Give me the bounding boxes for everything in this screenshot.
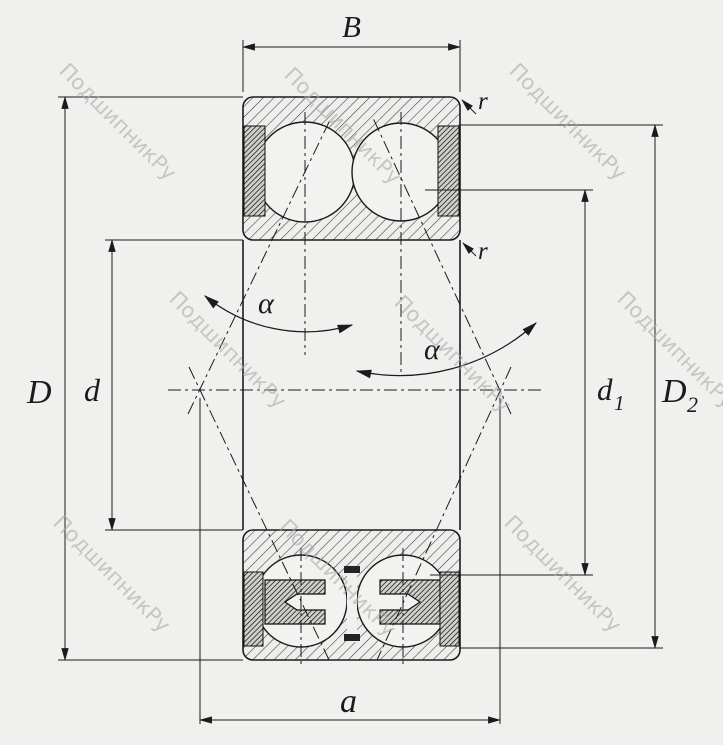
- dimension-d: d: [84, 238, 243, 532]
- dimension-a: a: [198, 398, 502, 724]
- contact-line-top-left: [187, 119, 331, 415]
- cage-rivet-top: [344, 566, 360, 573]
- watermark-text: ПодшипникРу: [504, 59, 631, 186]
- dimension-d1: d 1: [425, 188, 625, 577]
- seal-bottom-right: [439, 571, 460, 647]
- seal-top-right: [437, 125, 460, 217]
- shoulder-inner-label: d: [597, 372, 613, 407]
- leader-line: [461, 99, 477, 115]
- seal-bottom-left: [243, 571, 264, 647]
- alpha-arc-left: [203, 295, 354, 334]
- contact-line-bottom-right: [376, 366, 512, 661]
- contact-angle-right-label: α: [424, 333, 441, 366]
- radius-inner-label: r: [478, 238, 488, 265]
- width-label: B: [342, 9, 361, 44]
- pressure-centers-label: a: [340, 683, 357, 720]
- watermark-text: ПодшипникРу: [54, 59, 181, 186]
- seal-section-bottom-left: [264, 579, 326, 625]
- shoulder-outer-label: D: [661, 373, 687, 410]
- contact-angle-right-group: α: [355, 322, 537, 379]
- leader-line: [462, 242, 477, 257]
- cage-bridge: [347, 566, 357, 642]
- dimension-B: B: [241, 9, 462, 92]
- alpha-arc-right: [355, 322, 537, 379]
- ring-side-faces: [242, 240, 461, 530]
- radius-top-label: r: [478, 88, 488, 115]
- contact-angle-left-label: α: [258, 287, 275, 320]
- bore-diameter-label: d: [84, 372, 101, 408]
- watermark-text: ПодшипникРу: [499, 511, 626, 638]
- shoulder-outer-sub: 2: [687, 392, 698, 417]
- watermark-text: ПодшипникРу: [389, 291, 516, 418]
- cage-rivet-bottom: [344, 634, 360, 641]
- dimension-D2: D 2: [460, 123, 698, 650]
- outer-diameter-label: D: [26, 374, 52, 411]
- radius-labels: r r: [461, 88, 488, 265]
- contact-angle-left-group: α: [203, 287, 354, 334]
- seal-section-bottom-right: [379, 579, 441, 625]
- dimension-D: D: [26, 95, 243, 662]
- contact-line-bottom-left: [188, 366, 332, 665]
- seal-top-left: [243, 125, 266, 217]
- shoulder-inner-sub: 1: [614, 391, 625, 415]
